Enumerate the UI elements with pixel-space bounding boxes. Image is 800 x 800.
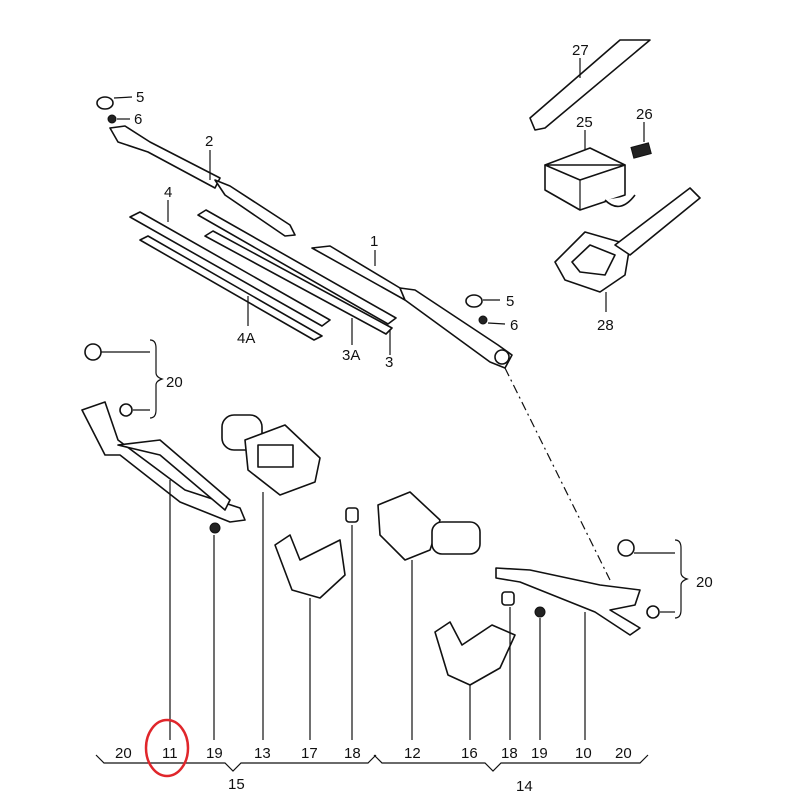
label-28: 28 [597, 317, 614, 334]
label-19: 19 [206, 745, 223, 762]
label-4a: 4A [237, 330, 255, 347]
label-5-right: 5 [506, 293, 514, 310]
part-3-wiper-blade [197, 209, 397, 355]
part-2-wiper-arm [109, 125, 296, 237]
label-19-b: 19 [531, 745, 548, 762]
label-6-right: 6 [510, 317, 518, 334]
label-14: 14 [516, 778, 533, 795]
label-18: 18 [344, 745, 361, 762]
label-27: 27 [572, 42, 589, 59]
part-12-wiper-motor-right [377, 491, 481, 740]
label-1: 1 [370, 233, 378, 250]
label-3a: 3A [342, 347, 360, 364]
callout-labels: 27 26 25 28 5 6 2 4 1 5 6 4A 3A 3 20 20 [134, 42, 713, 591]
part-17-bracket-left [274, 534, 346, 740]
label-26: 26 [636, 106, 653, 123]
label-15: 15 [228, 776, 245, 793]
axis-line [504, 367, 611, 581]
part-5-cap-left [96, 96, 133, 124]
part-18-grommet-left [345, 507, 359, 740]
label-20-left: 20 [166, 374, 183, 391]
part-28 [554, 187, 701, 312]
label-2: 2 [205, 133, 213, 150]
label-20-right: 20 [696, 574, 713, 591]
part-25 [544, 130, 636, 211]
part-27 [529, 39, 651, 131]
part-4-wiper-blade [129, 200, 331, 341]
label-17: 17 [301, 745, 318, 762]
part-11-linkage-left [81, 339, 246, 740]
label-18-b: 18 [501, 745, 518, 762]
label-5: 5 [136, 89, 144, 106]
label-11: 11 [162, 745, 178, 762]
part-16-bracket-right [434, 621, 516, 740]
label-12: 12 [404, 745, 421, 762]
label-20-b: 20 [615, 745, 632, 762]
highlight-circle [144, 718, 190, 778]
label-13: 13 [254, 745, 271, 762]
part-1-wiper-arm [311, 245, 513, 369]
bottom-group-15: 20 11 19 13 17 18 15 [95, 745, 377, 793]
label-10: 10 [575, 745, 592, 762]
label-25: 25 [576, 114, 593, 131]
part-26 [630, 122, 652, 159]
part-10-linkage-right [495, 539, 689, 740]
label-4: 4 [164, 184, 172, 201]
label-6: 6 [134, 111, 142, 128]
bottom-group-14: 12 16 18 19 10 20 14 [373, 745, 649, 795]
label-20: 20 [115, 745, 132, 762]
part-13-wiper-motor-left [221, 414, 321, 740]
part-18-grommet-right [501, 591, 515, 740]
label-3: 3 [385, 354, 393, 371]
label-16: 16 [461, 745, 478, 762]
